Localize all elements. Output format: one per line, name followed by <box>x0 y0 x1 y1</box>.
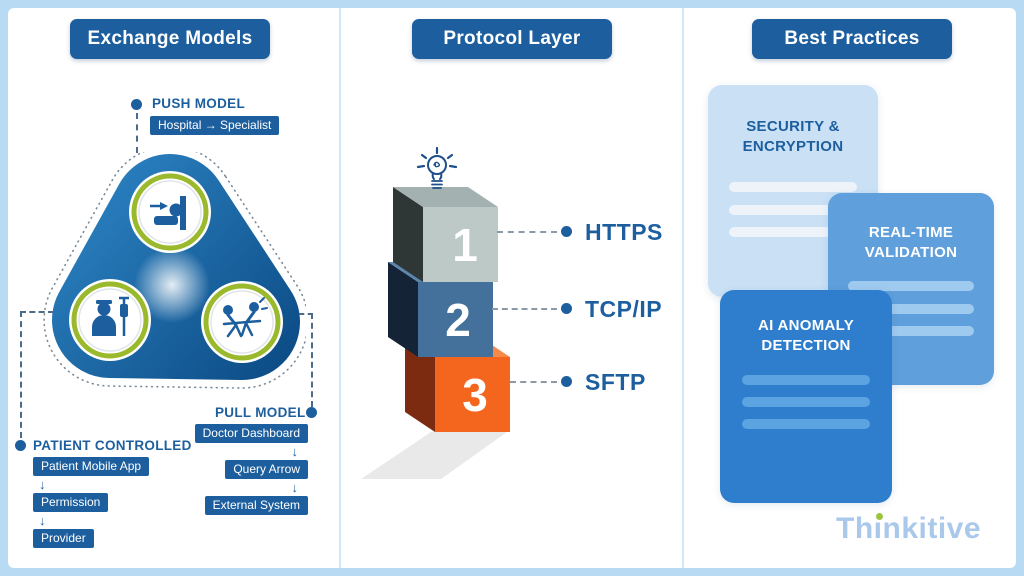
pull-steps: Doctor Dashboard ↓ Query Arrow ↓ Externa… <box>179 424 308 515</box>
down-arrow-icon: ↓ <box>39 513 46 528</box>
patient-circle <box>69 279 151 361</box>
ai-anomaly-detection-card: AI ANOMALY DETECTION <box>720 290 892 503</box>
tcpip-bullet-dot <box>561 303 572 314</box>
push-model-badge-wrap: Hospital → Specialist <box>150 116 280 135</box>
patient-step-badge: Permission <box>33 493 109 512</box>
pull-connector-h <box>299 313 313 315</box>
column-divider-left <box>339 8 341 568</box>
down-arrow-icon: ↓ <box>39 477 46 492</box>
protocol-cube-stack: 1 2 3 <box>361 146 510 479</box>
placeholder-line <box>742 419 870 429</box>
push-model-bullet-dot <box>131 99 142 110</box>
placeholder-line <box>729 205 857 215</box>
placeholder-line <box>848 281 974 291</box>
patient-connector-h <box>20 311 54 313</box>
realtime-validation-title: REAL-TIME VALIDATION <box>864 224 958 262</box>
best-practices-header: Best Practices <box>752 19 952 59</box>
patient-connector-v <box>20 311 22 438</box>
blob-center-sheen <box>134 247 210 323</box>
down-arrow-icon: ↓ <box>291 480 299 495</box>
pull-bullet-dot <box>306 407 317 418</box>
https-bullet-dot <box>561 226 572 237</box>
down-arrow-icon: ↓ <box>291 444 299 459</box>
pull-icon <box>222 297 268 338</box>
push-model-badge: Hospital → Specialist <box>150 116 280 135</box>
security-encryption-title: SECURITY & ENCRYPTION <box>742 118 844 156</box>
cube-2-number: 2 <box>445 294 471 346</box>
exchange-models-graphic <box>43 152 306 389</box>
sftp-bullet-dot <box>561 376 572 387</box>
https-connector-line <box>497 231 557 233</box>
push-icon <box>150 196 186 230</box>
patient-controlled-label: PATIENT CONTROLLED <box>33 438 192 453</box>
placeholder-line <box>848 326 974 336</box>
cube-shadow <box>361 432 507 479</box>
tcpip-label: TCP/IP <box>585 296 663 322</box>
placeholder-line <box>742 375 870 385</box>
cube-3-number: 3 <box>462 369 488 421</box>
patient-step-badge: Provider <box>33 529 94 548</box>
ai-anomaly-detection-title: AI ANOMALY DETECTION <box>757 317 855 355</box>
placeholder-line <box>742 397 870 407</box>
pull-step-badge: External System <box>204 496 308 515</box>
security-encryption-card: SECURITY & ENCRYPTION <box>708 85 878 297</box>
exchange-models-header: Exchange Models <box>70 19 270 59</box>
cube-1 <box>393 187 498 282</box>
placeholder-line <box>729 182 857 192</box>
column-divider-right <box>682 8 684 568</box>
exchange-models-header-label: Exchange Models <box>87 28 253 49</box>
pull-model-label: PULL MODEL <box>215 405 306 420</box>
best-practices-header-label: Best Practices <box>784 28 920 49</box>
pull-connector-v <box>311 313 313 407</box>
push-circle <box>129 171 211 253</box>
pull-step-badge: Doctor Dashboard <box>194 424 308 443</box>
push-model-label: PUSH MODEL <box>152 96 246 111</box>
push-connector-line <box>136 113 138 153</box>
placeholder-line <box>848 304 974 314</box>
patient-icon <box>92 296 129 336</box>
sftp-connector-line <box>510 381 557 383</box>
protocol-layer-header: Protocol Layer <box>412 19 612 59</box>
patient-steps: Patient Mobile App ↓ Permission ↓ Provid… <box>33 457 150 548</box>
protocol-layer-header-label: Protocol Layer <box>443 28 581 49</box>
https-label: HTTPS <box>585 219 663 245</box>
sftp-label: SFTP <box>585 369 646 395</box>
pull-step-badge: Query Arrow <box>225 460 308 479</box>
pull-circle <box>201 281 283 363</box>
patient-step-badge: Patient Mobile App <box>33 457 150 476</box>
patient-bullet-dot <box>15 440 26 451</box>
lightbulb-icon <box>416 146 458 189</box>
placeholder-line <box>729 227 857 237</box>
tcpip-connector-line <box>492 308 557 310</box>
cube-1-number: 1 <box>452 219 478 271</box>
